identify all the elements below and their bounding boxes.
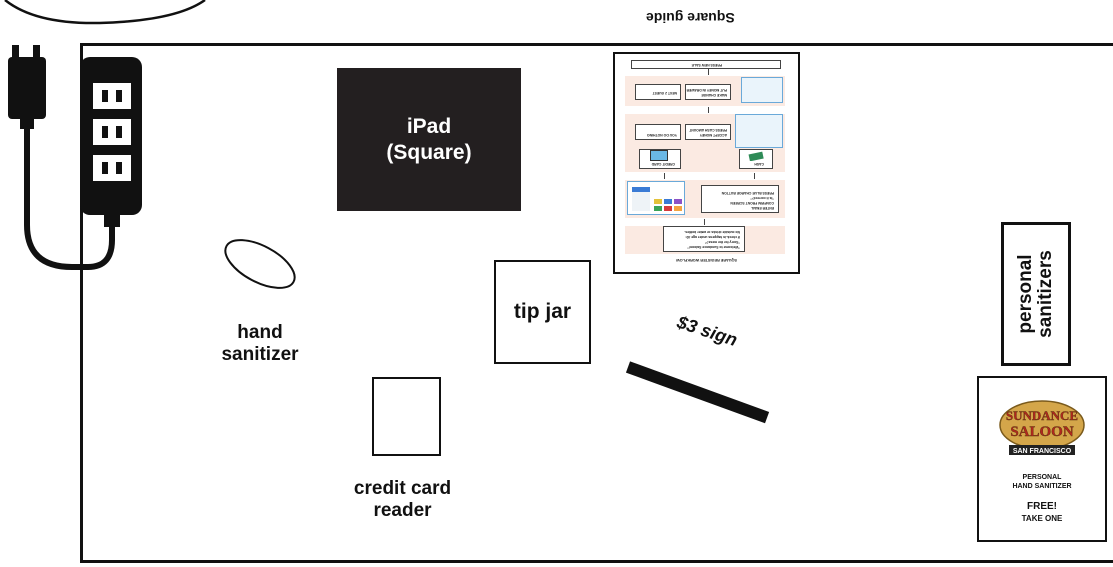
personal-sanitizers-label: personal sanitizers bbox=[1015, 250, 1056, 338]
svg-text:SALOON: SALOON bbox=[1010, 424, 1074, 440]
svg-text:SUNDANCE: SUNDANCE bbox=[1006, 408, 1078, 423]
ipad-label-line1: iPad bbox=[406, 114, 452, 138]
table-outline bbox=[80, 43, 1113, 563]
guide-connector bbox=[708, 107, 709, 113]
card-free-line2: TAKE ONE bbox=[1021, 514, 1063, 523]
guide-accept-line2: PRESS CASH AMOUNT bbox=[689, 128, 727, 132]
guide-cash-box: CASH bbox=[739, 149, 773, 169]
guide-newsale-label: PRESS NEW SALE bbox=[691, 63, 722, 67]
guide-nothing-label: YOU DO NOTHING bbox=[647, 133, 677, 137]
guide-step1-line1: ENTER EMAIL bbox=[751, 206, 774, 210]
hand-sanitizer-line2: sanitizer bbox=[221, 344, 299, 365]
guide-step1-box: ENTER EMAIL CONFIRM FRONT SCREEN "Is it … bbox=[701, 185, 779, 213]
guide-change-line2: PUT MONEY IN DRAWER bbox=[686, 88, 727, 92]
personal-sanitizers-box: personal sanitizers bbox=[1001, 222, 1071, 366]
hand-sanitizer-oval bbox=[224, 239, 296, 289]
guide-credit-box: CREDIT CARD bbox=[639, 149, 681, 169]
guide-intro-line3: If check-in happens under age 40: bbox=[685, 235, 740, 239]
guide-sheet-title: SQUARE REGISTER WORKFLOW bbox=[676, 258, 737, 262]
guide-accept-box: ACCEPT MONEY PRESS CASH AMOUNT bbox=[685, 124, 731, 140]
guide-change-screenshot bbox=[741, 77, 783, 103]
guide-change-box: MAKE CHANGE PUT MONEY IN DRAWER bbox=[685, 84, 731, 100]
guide-accept-line1: ACCEPT MONEY bbox=[699, 133, 727, 137]
guide-intro-line1: "Welcome to Sundance Saloon!" bbox=[687, 245, 740, 249]
guide-connector bbox=[704, 219, 705, 225]
square-guide-sheet: SQUARE REGISTER WORKFLOW "Welcome to Sun… bbox=[613, 52, 800, 274]
credit-card-icon bbox=[650, 150, 668, 161]
guide-nothing-box: YOU DO NOTHING bbox=[635, 124, 681, 140]
card-free-line1: FREE! bbox=[1027, 501, 1057, 512]
credit-card-reader-line1: credit card bbox=[353, 478, 452, 499]
guide-next-box: NEXT 2 GUEST bbox=[635, 84, 681, 100]
guide-title: Square guide bbox=[646, 10, 735, 26]
guide-step1-line3: "Is it correct?" bbox=[750, 196, 774, 200]
hand-sanitizer-label: hand sanitizer bbox=[205, 322, 315, 366]
ipad-screen-thumbnail bbox=[632, 187, 682, 211]
hand-sanitizer-line1: hand bbox=[237, 322, 283, 343]
personal-sanitizers-line1: personal bbox=[1015, 254, 1036, 334]
credit-card-reader-label: credit card reader bbox=[335, 478, 470, 522]
guide-step1-row: ENTER EMAIL CONFIRM FRONT SCREEN "Is it … bbox=[625, 180, 785, 218]
card-caption-line2: HAND SANITIZER bbox=[1012, 483, 1072, 490]
cash-icon bbox=[748, 151, 764, 161]
guide-step1-line4: PRESS BLUE CHARGE BUTTON bbox=[721, 191, 774, 195]
ipad-label-line2: (Square) bbox=[386, 140, 472, 164]
guide-intro-row: "Welcome to Sundance Saloon!" "Sorry for… bbox=[625, 226, 785, 254]
guide-credit-label: CREDIT CARD bbox=[651, 162, 675, 166]
square-guide-content: SQUARE REGISTER WORKFLOW "Welcome to Sun… bbox=[625, 60, 785, 262]
guide-payment-row: CASH CREDIT CARD ACCEPT MONEY PRESS CASH… bbox=[625, 114, 785, 172]
guide-connector bbox=[664, 173, 665, 179]
guide-step1-line2: CONFIRM FRONT SCREEN bbox=[730, 201, 774, 205]
guide-change-row: MAKE CHANGE PUT MONEY IN DRAWER NEXT 2 G… bbox=[625, 76, 785, 106]
personal-sanitizers-line2: sanitizers bbox=[1035, 250, 1056, 338]
credit-card-reader-box bbox=[372, 377, 441, 456]
credit-card-reader-line2: reader bbox=[373, 500, 432, 521]
guide-connector bbox=[708, 69, 709, 75]
card-caption-line1: PERSONAL bbox=[1022, 474, 1062, 481]
guide-intro-box: "Welcome to Sundance Saloon!" "Sorry for… bbox=[663, 226, 745, 252]
guide-cash-label: CASH bbox=[754, 162, 764, 166]
free-sanitizer-card: SUNDANCE SALOON SAN FRANCISCO PERSONAL H… bbox=[977, 376, 1107, 542]
power-strip-icon bbox=[8, 45, 142, 270]
sundance-saloon-logo: SUNDANCE SALOON SAN FRANCISCO bbox=[999, 400, 1085, 455]
guide-newsale-box: PRESS NEW SALE bbox=[631, 60, 781, 69]
guide-intro-line2: "Sorry for the mess?" bbox=[704, 240, 740, 244]
guide-next-label: NEXT 2 GUEST bbox=[652, 91, 678, 95]
stool-outline bbox=[4, 0, 206, 25]
guide-change-line1: MAKE CHANGE bbox=[701, 93, 727, 97]
svg-text:SAN FRANCISCO: SAN FRANCISCO bbox=[1013, 448, 1072, 455]
tip-jar-label: tip jar bbox=[513, 300, 572, 323]
guide-connector bbox=[754, 173, 755, 179]
guide-intro-line4: No outside drinks or water bottles. bbox=[684, 230, 740, 234]
tip-jar-box: tip jar bbox=[494, 260, 591, 364]
guide-cash-screenshot bbox=[735, 114, 783, 148]
guide-step1-screenshot bbox=[627, 181, 685, 215]
ipad-block: iPad (Square) bbox=[337, 68, 521, 211]
